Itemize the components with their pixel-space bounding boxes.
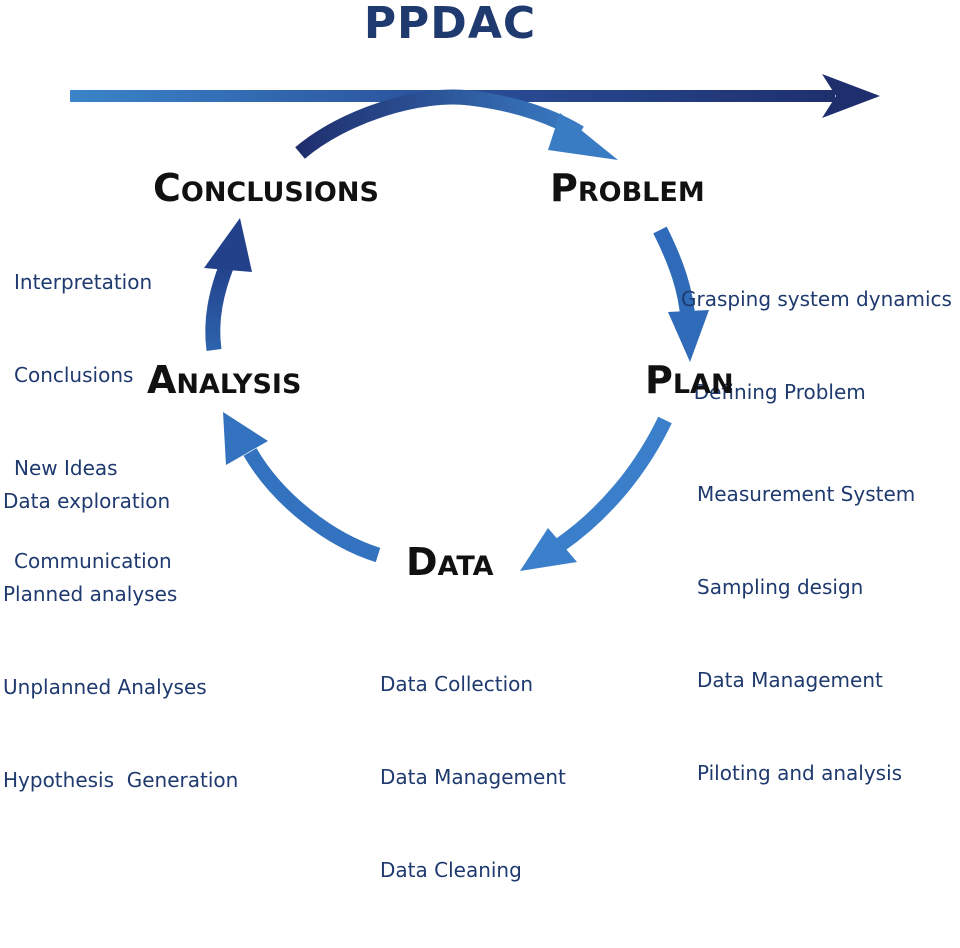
data-notes: Data Collection Data Management Data Cle…	[380, 607, 566, 948]
note-item: Data Management	[380, 765, 566, 789]
conclusions-to-problem-arrow	[295, 89, 618, 160]
note-item: Measurement System	[697, 482, 916, 506]
note-item: New Ideas	[14, 456, 118, 480]
note-item: Hypothesis Generation	[3, 768, 239, 792]
plan-notes: Measurement System Sampling design Data …	[697, 417, 915, 851]
note-item: Communication	[14, 549, 172, 573]
note-item: Grasping system dynamics	[681, 287, 952, 311]
problem-to-plan-arrow	[653, 226, 709, 362]
cycle-arrows	[70, 74, 880, 571]
stage-label-analysis: Analysis	[147, 358, 302, 402]
note-item: Defining Problem	[681, 380, 866, 404]
analysis-notes: Data exploration Planned analyses Unplan…	[3, 424, 238, 858]
note-item: Data exploration	[3, 489, 171, 513]
stage-label-problem: Problem	[550, 166, 705, 210]
ppdac-diagram: PPDAC Conclusions Interpretation Conclus…	[3, 0, 952, 882]
note-item: Data Cleaning	[380, 858, 522, 882]
diagram-title: PPDAC	[363, 0, 537, 49]
note-item: Sampling design	[697, 575, 864, 599]
stage-label-plan: Plan	[645, 358, 734, 402]
note-item: Data Collection	[380, 672, 534, 696]
note-item: Planned analyses	[3, 582, 178, 606]
note-item: Piloting and analysis	[697, 761, 903, 785]
plan-to-data-arrow	[520, 416, 672, 571]
note-item: Unplanned Analyses	[3, 675, 207, 699]
stage-label-data: Data	[406, 540, 494, 584]
note-item: Data Management	[697, 668, 883, 692]
note-item: Interpretation	[14, 270, 153, 294]
note-item: Conclusions	[14, 363, 134, 387]
problem-notes: Grasping system dynamics Defining Proble…	[681, 222, 952, 470]
analysis-to-conclusions-arrow	[204, 218, 252, 351]
conclusions-notes: Interpretation Conclusions New Ideas Com…	[14, 205, 172, 639]
stage-label-conclusions: Conclusions	[153, 166, 379, 210]
data-to-analysis-arrow	[223, 412, 381, 563]
